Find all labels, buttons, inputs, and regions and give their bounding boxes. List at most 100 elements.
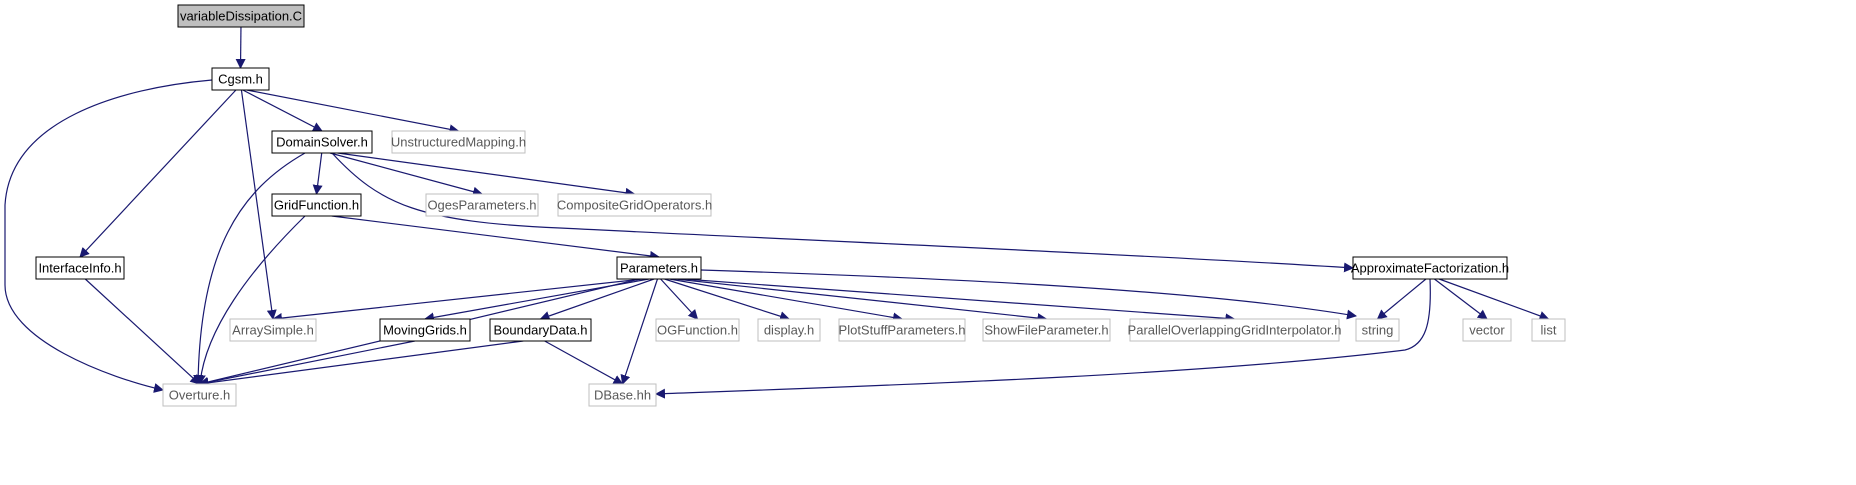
edge-BoundaryData-to-DBase (544, 340, 624, 385)
node-label: ParallelOverlappingGridInterpolator.h (1128, 323, 1342, 338)
node-variableDissipation[interactable]: variableDissipation.C (177, 4, 305, 28)
edge-Parameters-to-DBase (620, 278, 659, 385)
node-box (489, 318, 592, 342)
nodes-layer: variableDissipation.C Cgsm.hDomainSolver.… (35, 4, 1566, 407)
node-DomainSolver[interactable]: DomainSolver.h (271, 130, 373, 154)
node-list: list (1531, 318, 1566, 342)
node-box (379, 318, 471, 342)
node-box (1462, 318, 1512, 342)
edge-DomainSolver-to-ApproximateFactorization (331, 152, 1354, 273)
node-CompositeGridOperators: CompositeGridOperators.h (557, 193, 712, 217)
node-InterfaceInfo[interactable]: InterfaceInfo.h (35, 256, 125, 280)
node-label: CompositeGridOperators.h (557, 198, 712, 213)
node-box (211, 67, 270, 91)
node-box (557, 193, 712, 217)
edge-Parameters-to-ShowFileParameter (675, 278, 1048, 324)
node-GridFunction[interactable]: GridFunction.h (271, 193, 362, 217)
node-label: DBase.hh (594, 388, 651, 403)
node-ShowFileParameter: ShowFileParameter.h (982, 318, 1111, 342)
edge-Cgsm-to-InterfaceInfo (79, 89, 237, 258)
edge-GridFunction-to-Parameters (331, 215, 660, 261)
edge-MovingGrids-to-Overture (198, 340, 415, 388)
node-label: MovingGrids.h (383, 323, 467, 338)
node-label: OgesParameters.h (427, 198, 536, 213)
edge-ApproximateFactorization-to-vector (1434, 278, 1488, 320)
node-box (655, 318, 740, 342)
edge-ApproximateFactorization-to-string (1376, 278, 1427, 320)
node-Overture: Overture.h (162, 383, 237, 407)
node-OGFunction: OGFunction.h (655, 318, 740, 342)
edges-layer (4, 26, 1550, 399)
node-UnstructuredMapping: UnstructuredMapping.h (391, 130, 526, 154)
node-vector: vector (1462, 318, 1512, 342)
node-Cgsm[interactable]: Cgsm.h (211, 67, 270, 91)
node-label: Parameters.h (620, 261, 698, 276)
node-label: ArraySimple.h (232, 323, 314, 338)
node-box (35, 256, 125, 280)
node-box (588, 383, 657, 407)
edge-Parameters-to-ArraySimple (272, 278, 643, 324)
edge-Parameters-to-BoundaryData (539, 278, 655, 321)
edge-Cgsm-to-Overture (4, 79, 213, 393)
node-box (391, 130, 526, 154)
edge-BoundaryData-to-Overture (198, 340, 524, 388)
node-PlotStuffParameters: PlotStuffParameters.h (838, 318, 966, 342)
edge-DomainSolver-to-GridFunction (312, 152, 323, 195)
edge-DomainSolver-to-OgesParameters (329, 152, 483, 197)
node-box (229, 318, 317, 342)
node-DBase: DBase.hh (588, 383, 657, 407)
node-box (838, 318, 966, 342)
node-label: string (1362, 323, 1394, 338)
node-box (271, 130, 373, 154)
node-box (982, 318, 1111, 342)
edge-Parameters-to-OGFunction (660, 278, 699, 320)
edge-Cgsm-to-ArraySimple (240, 89, 277, 320)
node-label: OGFunction.h (657, 323, 738, 338)
node-OgesParameters: OgesParameters.h (425, 193, 539, 217)
edge-Parameters-to-string (700, 269, 1357, 320)
node-box (616, 256, 702, 280)
node-ApproximateFactorization[interactable]: ApproximateFactorization.h (1351, 256, 1509, 280)
edge-Parameters-to-MovingGrids (424, 278, 650, 323)
node-label: ShowFileParameter.h (984, 323, 1108, 338)
node-box (425, 193, 539, 217)
edge-InterfaceInfo-to-Overture (84, 278, 201, 385)
node-label: GridFunction.h (274, 198, 359, 213)
edge-Parameters-to-PlotStuffParameters (669, 278, 903, 323)
node-label: Cgsm.h (218, 72, 263, 87)
node-box (757, 318, 821, 342)
node-MovingGrids[interactable]: MovingGrids.h (379, 318, 471, 342)
node-box (1355, 318, 1400, 342)
edge-Parameters-to-display (664, 278, 790, 322)
node-label: UnstructuredMapping.h (391, 135, 526, 150)
edge-Parameters-to-ParallelOverlappingGridInterpolator (683, 278, 1236, 324)
node-label: variableDissipation.C (180, 9, 302, 24)
node-label: ApproximateFactorization.h (1351, 261, 1509, 276)
edge-Cgsm-to-UnstructuredMapping (246, 89, 460, 135)
node-label: display.h (764, 323, 814, 338)
node-BoundaryData[interactable]: BoundaryData.h (489, 318, 592, 342)
node-label: BoundaryData.h (494, 323, 588, 338)
edge-ApproximateFactorization-to-DBase (655, 278, 1431, 399)
node-label: InterfaceInfo.h (38, 261, 121, 276)
node-box (1129, 318, 1340, 342)
node-box (1531, 318, 1566, 342)
edge-GridFunction-to-Overture (195, 215, 306, 385)
edge-DomainSolver-to-CompositeGridOperators (337, 152, 636, 198)
node-string: string (1355, 318, 1400, 342)
node-label: list (1541, 323, 1557, 338)
node-label: PlotStuffParameters.h (839, 323, 966, 338)
node-label: DomainSolver.h (276, 135, 368, 150)
node-box (162, 383, 237, 407)
node-box (271, 193, 362, 217)
node-Parameters[interactable]: Parameters.h (616, 256, 702, 280)
edge-DomainSolver-to-Overture (193, 152, 306, 385)
node-label: Overture.h (169, 388, 230, 403)
node-box (177, 4, 305, 28)
node-ArraySimple: ArraySimple.h (229, 318, 317, 342)
node-box (1352, 256, 1508, 280)
node-label: vector (1469, 323, 1505, 338)
edge-Cgsm-to-DomainSolver (242, 89, 323, 132)
edge-ApproximateFactorization-to-list (1438, 278, 1550, 321)
